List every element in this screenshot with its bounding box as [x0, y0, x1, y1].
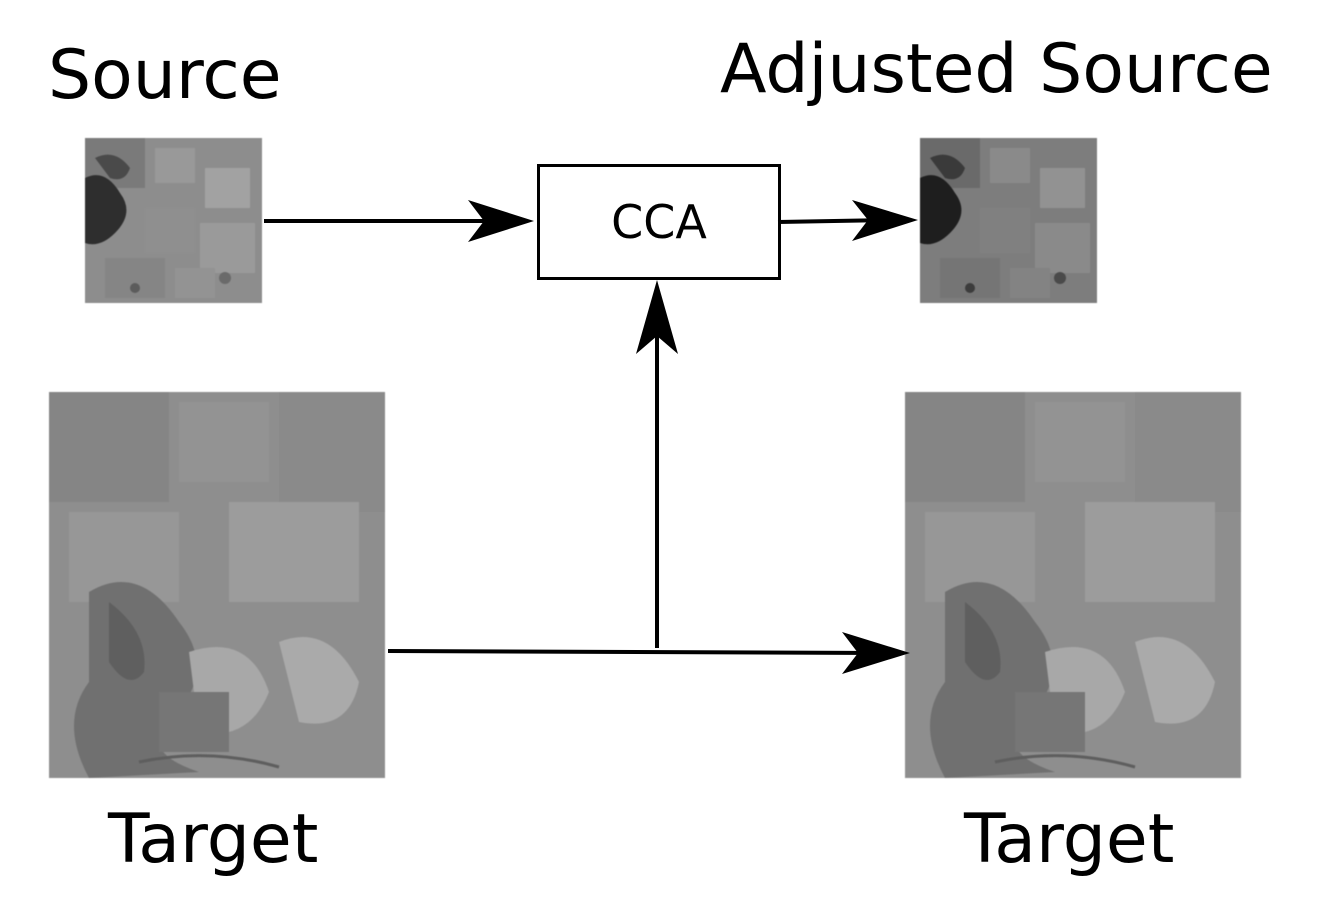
target-image-left-texture: [49, 392, 385, 778]
cca-process-box: CCA: [537, 164, 781, 280]
arrow-target-to-target-shaft: [387, 649, 881, 655]
source-image: [85, 138, 262, 303]
adjusted-source-label: Adjusted Source: [720, 30, 1273, 109]
arrow-target-to-target-head: [842, 632, 910, 674]
target-image-left: [49, 392, 385, 778]
target-right-label: Target: [964, 800, 1175, 879]
arrow-source-to-cca-head: [468, 200, 534, 242]
target-image-right: [905, 392, 1241, 778]
source-label: Source: [48, 36, 282, 115]
arrow-cca-to-adjusted-head: [852, 200, 918, 241]
arrow-target-to-cca-head: [636, 280, 678, 354]
target-left-label: Target: [108, 800, 319, 879]
adjusted-source-image: [920, 138, 1097, 303]
source-image-texture: [85, 138, 262, 303]
target-image-right-texture: [905, 392, 1241, 778]
cca-label: CCA: [611, 195, 707, 249]
adjusted-source-image-texture: [920, 138, 1097, 303]
